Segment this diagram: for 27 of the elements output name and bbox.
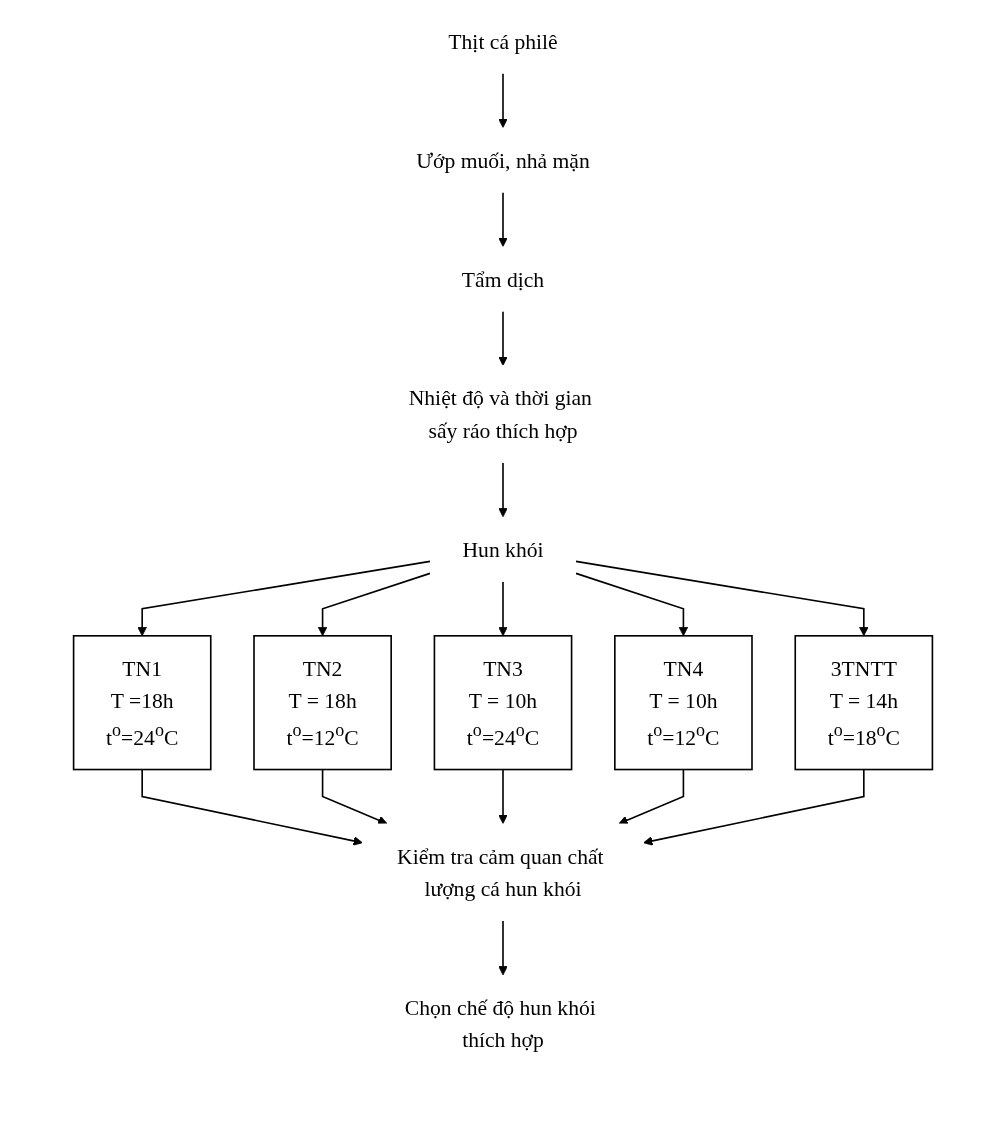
node-text: Thịt cá philê xyxy=(448,29,558,53)
node-box: TN3 T = 10h t$^{o}$=24$^{o}$C xyxy=(433,635,573,771)
arrow xyxy=(498,768,508,825)
arrow xyxy=(498,191,508,247)
arrow xyxy=(618,768,685,825)
arrow xyxy=(643,768,865,846)
arrow xyxy=(575,560,869,637)
node-text: Tẩm dịch xyxy=(461,267,545,291)
arrow xyxy=(137,560,431,637)
arrow xyxy=(575,572,689,637)
arrow xyxy=(498,580,508,637)
arrow xyxy=(498,920,508,976)
node-box: TN2 T = 18h t$^{o}$=12$^{o}$C xyxy=(253,635,392,771)
node-text: Kiểm tra cảm quan chất lượng cá hun khói xyxy=(397,844,604,901)
node-text: Chọn chế độ hun khói thích hợp xyxy=(404,995,596,1052)
arrow xyxy=(498,462,508,518)
node-box: TN4 T = 10h t$^{o}$=12$^{o}$C xyxy=(614,635,753,771)
node-text: Hun khói xyxy=(462,537,544,562)
arrow xyxy=(498,310,508,366)
node-box: 3TNTT T = 14h t$^{o}$=18$^{o}$C xyxy=(794,635,934,771)
node-box: TN1 T =18h t$^{o}$=24$^{o}$C xyxy=(72,635,212,771)
node-text: Nhiệt độ và thời gian sấy ráo thích hợp xyxy=(408,386,592,443)
arrow xyxy=(498,72,508,129)
arrow xyxy=(317,572,431,637)
node-text: Ướp muối, nhả mặn xyxy=(416,148,590,172)
arrow xyxy=(321,768,388,825)
arrow xyxy=(141,768,363,846)
